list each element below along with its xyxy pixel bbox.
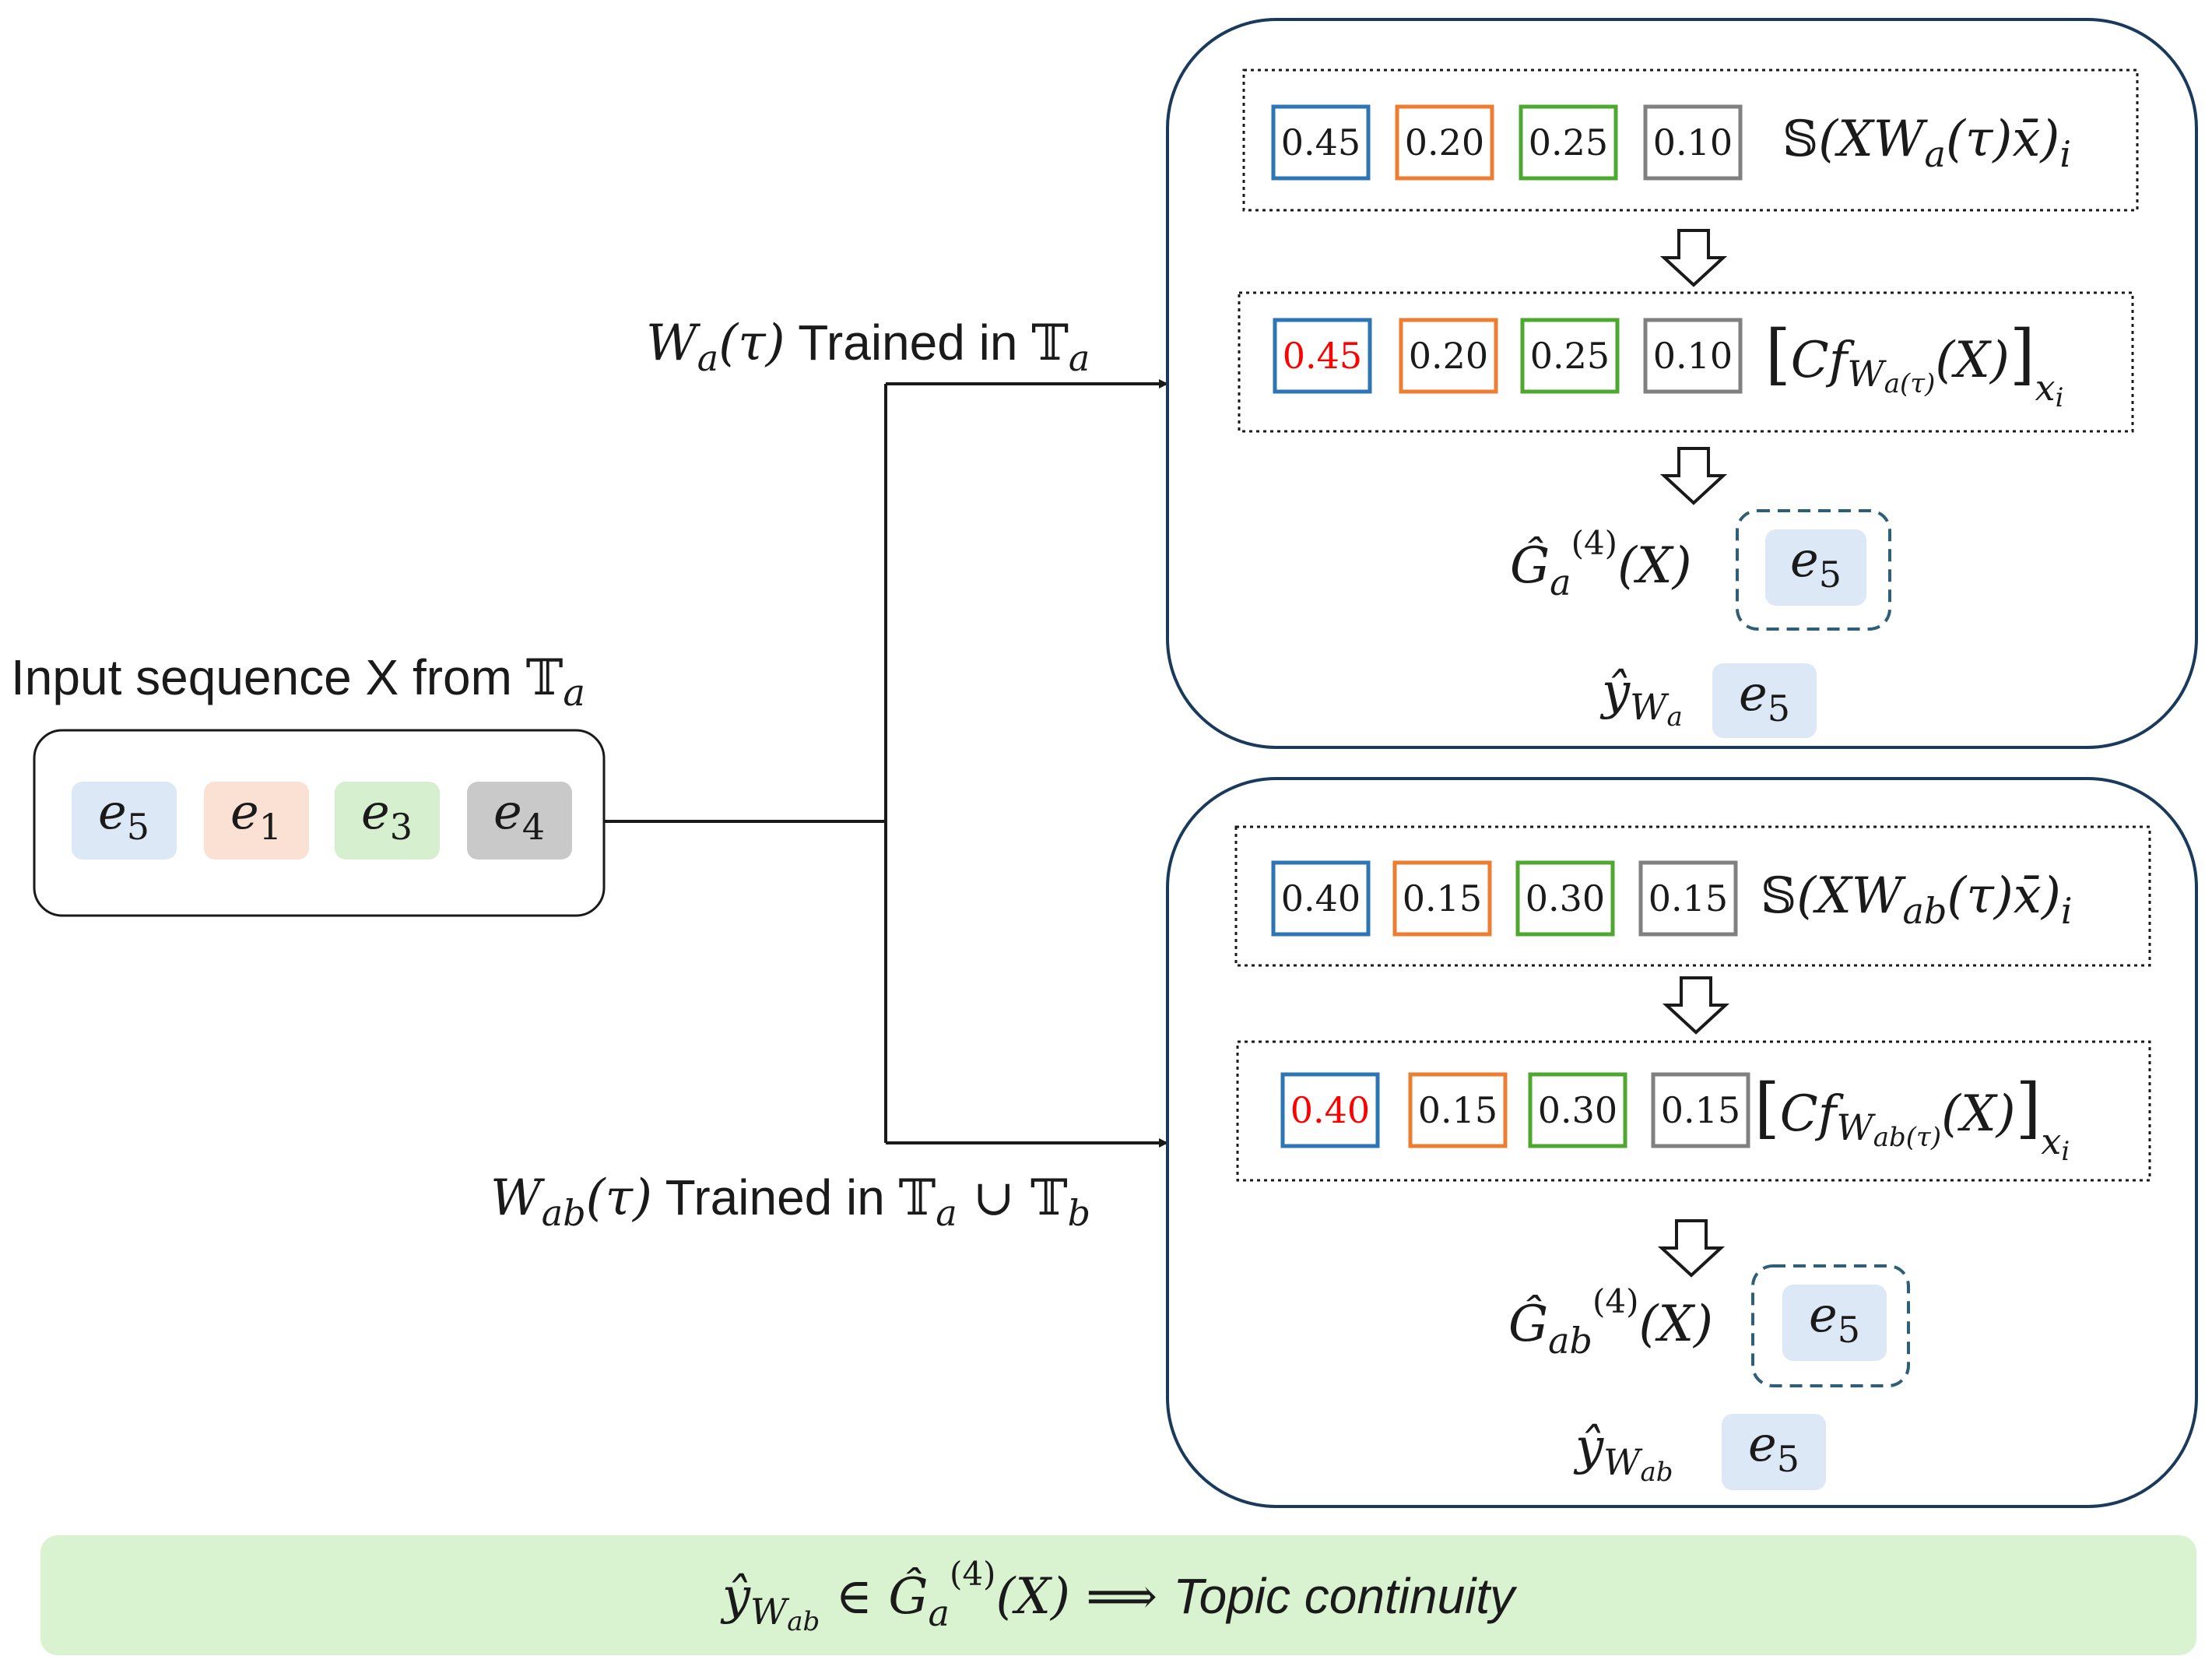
token-bg: [1722, 1414, 1826, 1490]
score-box: [1392, 860, 1492, 937]
cf-value: 0.30: [1538, 1089, 1617, 1131]
cf-value: 0.45: [1283, 335, 1362, 377]
cf-box: [1528, 1072, 1627, 1148]
down-arrow-icon: [1662, 976, 1730, 1035]
svg-text:e5: e5: [98, 783, 149, 848]
score-value: 0.15: [1648, 877, 1728, 919]
panel-ab-y-token: e5: [1748, 1415, 1799, 1480]
score-value: 0.20: [1405, 121, 1484, 163]
branch-connectors: [604, 379, 1168, 1148]
cf-value: 0.40: [1290, 1089, 1370, 1131]
svg-text:e3: e3: [361, 783, 413, 848]
conclusion-banner: [40, 1535, 2196, 1655]
panel-ab-cf-label: [CfWab(τ)(X)]xi: [1754, 1070, 2070, 1167]
score-box: [1271, 104, 1371, 181]
score-value: 0.10: [1653, 121, 1733, 163]
score-value: 0.45: [1281, 121, 1361, 163]
cf-value: 0.25: [1530, 335, 1610, 377]
score-box: [1519, 104, 1618, 181]
svg-text:e4: e4: [493, 783, 545, 848]
bottom-branch-label: Wab(τ) Trained in 𝕋a ∪ 𝕋b: [490, 1169, 1090, 1234]
panel-a-g-token: e5: [1790, 531, 1842, 596]
cf-value: 0.15: [1661, 1089, 1740, 1131]
token-bg: [335, 782, 440, 860]
token-bg: [467, 782, 572, 860]
panel-ab: 0.40 0.15 0.30 0.15 𝕊(XWab(τ)x̄)i 0.40 0…: [1166, 777, 2198, 1508]
cf-value: 0.20: [1409, 335, 1488, 377]
panel-ab-scores: 0.40 0.15 0.30 0.15: [1271, 860, 1738, 937]
score-box: [1395, 104, 1494, 181]
panel-ab-g-set: [1751, 1264, 1910, 1387]
score-box: [1515, 860, 1615, 937]
score-box: [1643, 104, 1743, 181]
cf-box: [1520, 318, 1620, 394]
panel-a-cf-label: [CfWa(τ)(X)]xi: [1765, 316, 2063, 413]
input-token-e1: e1: [204, 782, 309, 860]
panel-a: 0.45 0.20 0.25 0.10 𝕊(XWa(τ)x̄)i 0.45 0.…: [1166, 18, 2198, 749]
input-token-e3: e3: [335, 782, 440, 860]
cf-value: 0.15: [1418, 1089, 1497, 1131]
panel-ab-cf-values: 0.40 0.15 0.30 0.15: [1280, 1072, 1750, 1148]
down-arrow-icon: [1657, 1219, 1726, 1278]
input-token-e4: e4: [467, 782, 572, 860]
score-value: 0.30: [1526, 877, 1605, 919]
score-value: 0.15: [1403, 877, 1482, 919]
panel-a-y-token: e5: [1739, 665, 1790, 730]
token-bg: [204, 782, 309, 860]
svg-text:e1: e1: [230, 783, 282, 848]
score-box: [1271, 860, 1371, 937]
panel-ab-cf-row: [1236, 1040, 2151, 1182]
score-box: [1638, 860, 1738, 937]
score-value: 0.40: [1281, 877, 1361, 919]
cf-box: [1273, 318, 1372, 394]
conclusion-statement: ŷWab ∈ Ĝa(4)(X) ⟹ Topic continuity: [720, 1555, 1518, 1637]
panel-ab-y-label: ŷWab: [1573, 1419, 1673, 1488]
panel-a-cf-row: [1238, 291, 2134, 433]
cf-box: [1280, 1072, 1380, 1148]
down-arrow-icon: [1659, 229, 1728, 287]
input-tokens: e5 e1 e3 e4: [72, 782, 572, 860]
cf-box: [1643, 318, 1743, 394]
cf-box: [1408, 1072, 1508, 1148]
panel-a-score-row: [1242, 69, 2139, 212]
panel-ab-g-token: e5: [1809, 1286, 1860, 1351]
token-bg: [72, 782, 177, 860]
panel-a-g-set: [1736, 509, 1891, 631]
token-bg: [1765, 529, 1866, 606]
panel-a-cf-values: 0.45 0.20 0.25 0.10: [1273, 318, 1743, 394]
panel-a-y-label: ŷWa: [1599, 663, 1683, 733]
token-bg: [1782, 1285, 1887, 1361]
panel-ab-score-row: [1234, 825, 2151, 967]
panel-ab-g-label: Ĝab(4)(X): [1508, 1282, 1713, 1362]
cf-value: 0.10: [1653, 335, 1733, 377]
cf-box: [1399, 318, 1498, 394]
panel-ab-softmax-label: 𝕊(XWab(τ)x̄)i: [1761, 867, 2073, 932]
down-arrow-icon: [1659, 447, 1728, 505]
score-value: 0.25: [1529, 121, 1608, 163]
input-token-e5: e5: [72, 782, 177, 860]
panel-a-g-label: Ĝa(4)(X): [1510, 524, 1692, 603]
panel-a-scores: 0.45 0.20 0.25 0.10: [1271, 104, 1743, 181]
token-bg: [1712, 663, 1817, 738]
cf-box: [1651, 1072, 1750, 1148]
top-branch-label: Wa(τ) Trained in 𝕋a: [646, 315, 1090, 379]
panel-a-softmax-label: 𝕊(XWa(τ)x̄)i: [1782, 111, 2071, 175]
input-caption: Input sequence X from 𝕋a: [11, 649, 585, 715]
